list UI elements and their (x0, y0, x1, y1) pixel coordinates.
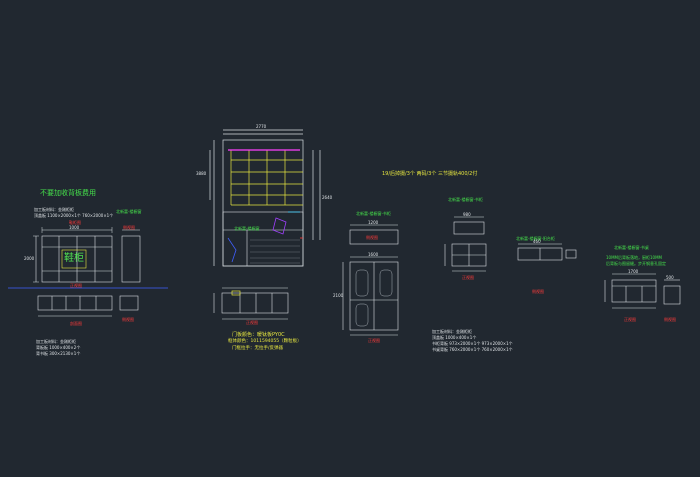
label-far-side: 侧视图 (664, 317, 676, 322)
door-spec-line2: 框体颜色：1011594055（颗粒板） (228, 339, 302, 344)
left-cabinet-side-view (121, 229, 141, 283)
dim-book-height: 2100 (333, 293, 344, 298)
label-side-view-left2: 侧视图 (122, 317, 134, 322)
materials-left-top-1: 加工板材料：金刚柜柜 (34, 207, 74, 212)
door-spec-line3: 门框拉手：无拉手/反弹器 (232, 346, 284, 351)
center-lower-section (222, 211, 304, 267)
left-cabinet-front-view (35, 229, 113, 283)
center-elevation-shelves (230, 150, 303, 206)
note-no-backing-fee: 不要加收背板费用 (40, 189, 96, 197)
materials-right-mid-1: 加工板材料：金刚柜柜 (432, 329, 472, 334)
label-section-left: 剖面图 (70, 321, 82, 326)
dim-center-right: 2640 (322, 195, 333, 200)
materials-left-top-2: 顶盖板 1100×2000×1个 760×2000×1个 (34, 213, 114, 218)
right-small-front-view (444, 243, 487, 272)
left-bottom-cabinet-view (37, 295, 139, 317)
label-right-side: 侧视图 (532, 289, 544, 294)
dim-small-b: 460 (533, 239, 541, 244)
label-bookcase-top: 侧视图 (366, 235, 378, 240)
label-front-view-left: 正视图 (70, 283, 82, 288)
header-right-b: 北新富-楼橱窗-阳台柜 (516, 236, 555, 241)
note-panel-right-b: 后背板与图留缝。步开钢垂孔固定 (606, 261, 666, 266)
dim-book-top: 1200 (368, 220, 379, 225)
dim-center-left: 3880 (196, 171, 207, 176)
left-cabinet-highlight (61, 249, 87, 269)
bookcase-front-view (342, 256, 399, 336)
left-dim-ticks (33, 227, 113, 283)
top-legend: 19/后掉摄/3个 两码/3个 三节摄轨400/2付 (382, 171, 478, 177)
dim-far-a: 1700 (628, 269, 639, 274)
dim-small-a: 980 (463, 212, 471, 217)
center-purple-marker (272, 217, 287, 235)
materials-left-bottom-3: 背书板 300×2130×1个 (36, 351, 81, 356)
far-right-desk-front (604, 273, 657, 309)
note-panel-right-a: 10MM后背板落地，厨柜10MM (606, 255, 662, 260)
center-blue-marker (227, 237, 237, 263)
dim-far-b: 500 (666, 275, 674, 280)
center-bottom-view (213, 287, 289, 320)
dim-book-mid: 1600 (368, 252, 379, 257)
far-right-desk-side (663, 279, 681, 305)
right-small-side-view (517, 243, 577, 261)
dim-left-a: 1000 (69, 225, 80, 230)
materials-left-bottom-1: 加工板材料：金刚柜柜 (36, 339, 76, 344)
dim-left-c: 2000 (24, 256, 35, 261)
center-lower-hatch (250, 239, 300, 264)
right-small-top-view (453, 216, 485, 235)
header-far-right: 北新富-楼橱窗-书桌 (614, 245, 649, 250)
label-side-view-left: 侧视图 (123, 225, 135, 230)
header-right-a: 北新富-楼橱窗-书柜 (448, 197, 483, 202)
materials-right-mid-4: 书桌背板 760×2000×1个 760×2000×1个 (432, 347, 513, 352)
label-bookcase-front: 正视图 (368, 338, 380, 343)
label-front-view-center: 正视图 (246, 320, 258, 325)
header-left-top: 北新富-楼橱窗 (116, 209, 142, 214)
big-overlay-label: 鞋柜 (64, 253, 84, 264)
dim-center-top: 2770 (256, 124, 267, 129)
header-center-main: 北新富-楼橱窗 (234, 226, 260, 231)
label-far-front: 正视图 (624, 317, 636, 322)
center-bottom-yellow (231, 290, 241, 296)
materials-left-bottom-2: 背板板 1000×400×2个 (36, 345, 81, 350)
label-shoe-cabinet: 鞋柜图 (69, 220, 81, 225)
bookcase-door-outlines (355, 269, 393, 327)
materials-right-mid-3: 书柜背板 973×2000×1个 973×2000×1个 (432, 341, 513, 346)
label-right-front: 正视图 (462, 275, 474, 280)
door-spec-line1: 门板颜色：暖钛板PY0C (232, 332, 285, 338)
bookcase-top-view (349, 224, 399, 245)
materials-right-mid-2: 顶盖板 1000×400×1个 (432, 335, 477, 340)
header-center-right: 北新富-楼橱窗-书柜 (356, 211, 391, 216)
